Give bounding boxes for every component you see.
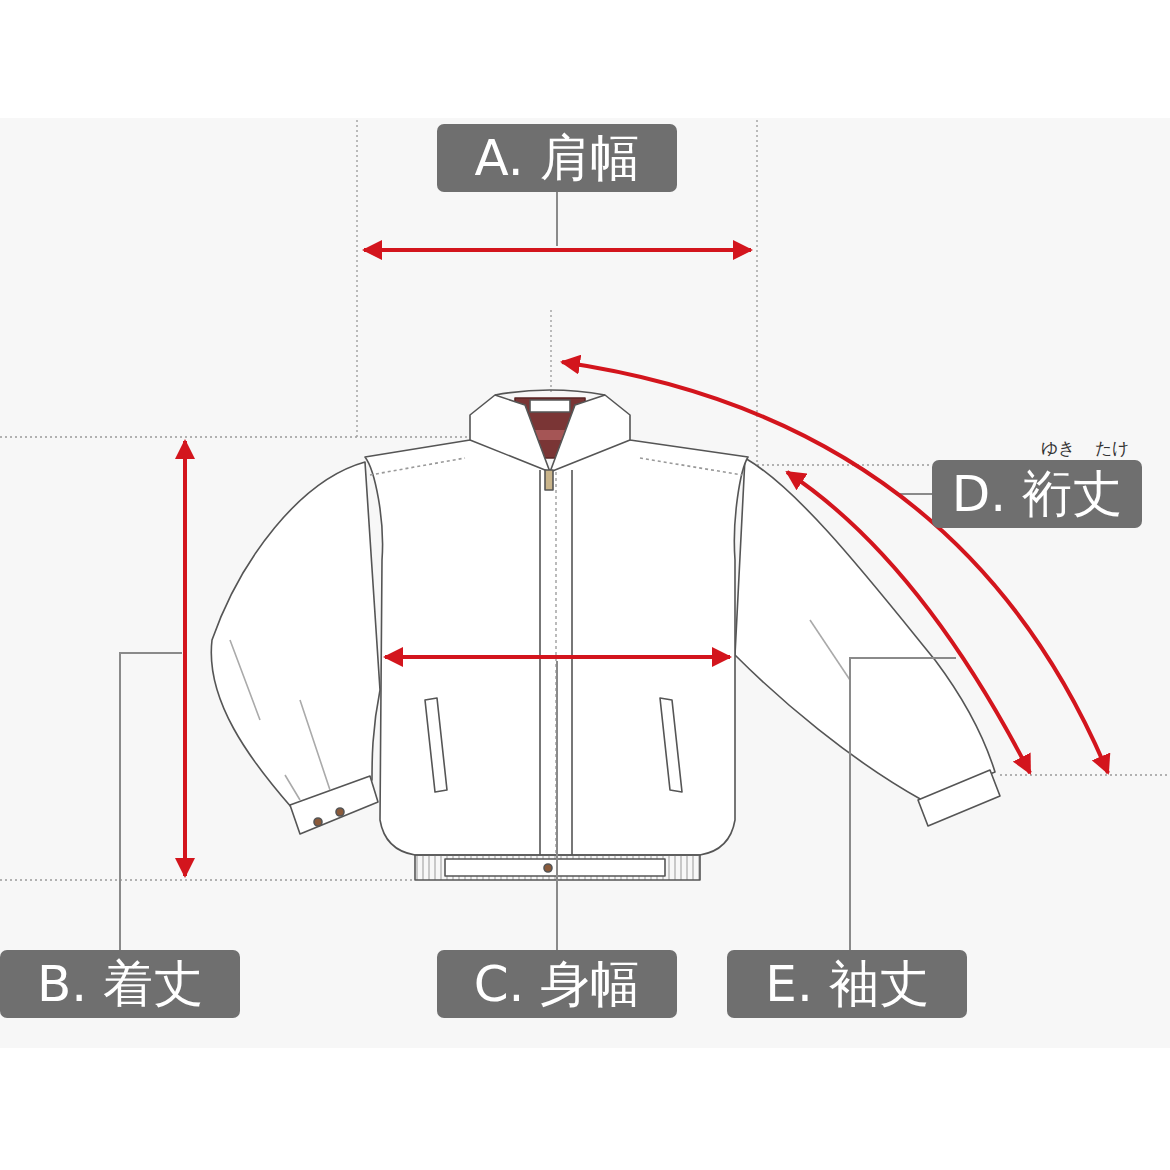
guide-lines bbox=[0, 120, 1170, 880]
size-label: C. 身幅 bbox=[474, 959, 641, 1009]
furigana: たけ bbox=[1095, 440, 1129, 457]
size-label: B. 着丈 bbox=[37, 959, 203, 1009]
jacket bbox=[211, 390, 1000, 880]
dimension-arrows bbox=[185, 250, 1108, 876]
size-label: E. 袖丈 bbox=[765, 959, 928, 1009]
size-label: D. 裄丈 bbox=[952, 469, 1122, 519]
size-label-box: C. 身幅 bbox=[437, 950, 677, 1018]
leader-lines bbox=[120, 192, 956, 950]
size-label-box: B. 着丈 bbox=[0, 950, 240, 1018]
furigana: ゆき bbox=[1041, 440, 1075, 457]
size-label: A. 肩幅 bbox=[474, 133, 639, 183]
size-label-box: D. 裄丈 bbox=[932, 460, 1142, 528]
size-label-box: A. 肩幅 bbox=[437, 124, 677, 192]
background-band bbox=[0, 118, 1170, 1048]
size-label-box: E. 袖丈 bbox=[727, 950, 967, 1018]
